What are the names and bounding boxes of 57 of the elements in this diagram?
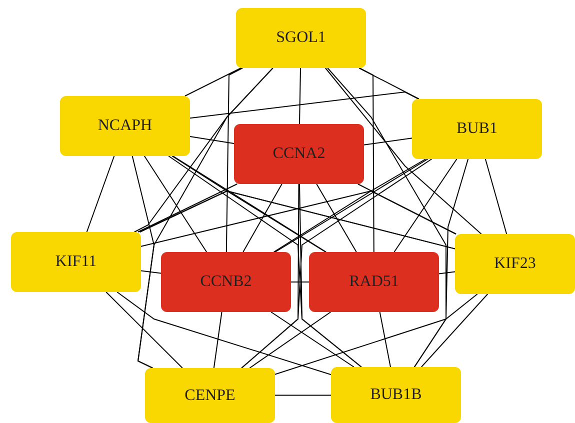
gene-node [161,252,291,312]
interaction-line [140,270,162,274]
interaction-line [139,190,326,252]
interaction-line [144,156,208,252]
interaction-line [273,190,456,252]
gene-node [145,368,275,423]
interaction-line [270,312,354,368]
interaction-line [324,68,482,234]
gene-node [236,8,366,68]
interaction-line [116,292,332,376]
interaction-line [414,158,469,368]
interaction-line [316,184,357,252]
interaction-line [184,68,242,96]
interaction-line [213,312,222,368]
gene-node [412,99,542,159]
interaction-line [420,294,488,368]
interaction-line [357,184,457,234]
interaction-line [299,68,301,124]
gene-label: KIF23 [494,255,536,273]
interaction-line [274,294,478,375]
interaction-line [132,156,154,368]
gene-node [331,367,461,423]
gene-node [60,96,190,156]
interaction-line [358,68,374,252]
interaction-line [137,184,238,232]
gene-label: NCAPH [98,117,152,135]
gene-node [11,232,141,292]
interaction-line [358,68,420,100]
gene-label: RAD51 [349,273,399,291]
gene-node [455,234,575,294]
interaction-line [242,184,282,252]
gene-label: CCNA2 [272,145,326,163]
gene-node [234,124,364,184]
interaction-line [274,394,332,396]
interaction-line [484,158,508,234]
gene-label: BUB1B [370,386,422,404]
interaction-line [172,156,327,252]
gene-label: BUB1 [456,120,498,138]
interaction-line [249,312,332,368]
interaction-line [274,158,428,252]
gene-label: KIF11 [55,253,97,271]
gene-node [309,252,439,312]
interaction-line [86,156,115,232]
interaction-line [140,158,426,247]
interaction-line [379,312,391,368]
interaction-line [394,158,458,252]
interaction-line [190,91,420,119]
interaction-line [438,271,456,274]
gene-label: CENPE [184,386,236,404]
interaction-line [364,138,412,146]
gene-label: CCNB2 [200,273,252,291]
interaction-line [226,68,244,252]
gene-label: SGOL1 [276,29,326,47]
interaction-line [190,136,234,144]
interaction-line [299,184,362,368]
interaction-line [106,292,183,368]
interaction-line [241,184,300,368]
